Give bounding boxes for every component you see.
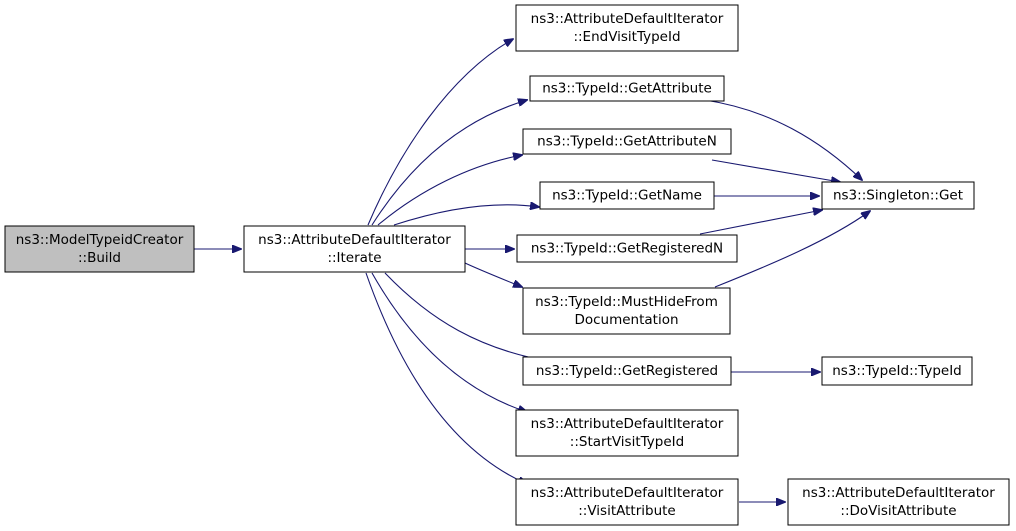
node-box xyxy=(515,409,739,457)
node-model-typeid-creator-build[interactable]: ns3::ModelTypeidCreator ::Build xyxy=(4,225,195,273)
node-label: ns3::TypeId::GetName xyxy=(552,188,702,204)
node-label: ns3::AttributeDefaultIterator xyxy=(802,485,995,501)
node-box xyxy=(522,356,732,386)
node-label: ns3::AttributeDefaultIterator xyxy=(531,11,724,27)
node-typeid-get-attribute-n[interactable]: ns3::TypeId::GetAttributeN xyxy=(522,128,732,155)
node-box xyxy=(529,75,725,102)
node-label: ns3::AttributeDefaultIterator xyxy=(531,485,724,501)
node-label: ns3::AttributeDefaultIterator xyxy=(531,416,724,432)
edges xyxy=(194,39,870,502)
node-label: ::Iterate xyxy=(327,250,381,266)
node-label: ns3::ModelTypeidCreator xyxy=(16,232,184,248)
node-label: ::VisitAttribute xyxy=(578,503,675,519)
node-box xyxy=(515,4,739,52)
node-box xyxy=(4,225,195,273)
node-typeid-must-hide-from-documentation[interactable]: ns3::TypeId::MustHideFrom Documentation xyxy=(522,287,731,335)
edge-iterate-to-visit-attribute xyxy=(365,272,527,484)
edge-iterate-to-get-attribute xyxy=(371,100,527,226)
edge-get-registered-n-to-singleton xyxy=(699,210,822,235)
node-label: ns3::Singleton::Get xyxy=(833,188,963,204)
node-label: ::StartVisitTypeId xyxy=(570,434,684,450)
node-label: ns3::TypeId::MustHideFrom xyxy=(535,294,718,310)
node-label: ns3::TypeId::GetRegisteredN xyxy=(531,241,723,257)
node-label: ::EndVisitTypeId xyxy=(573,29,680,45)
node-end-visit-typeid[interactable]: ns3::AttributeDefaultIterator ::EndVisit… xyxy=(515,4,739,52)
node-typeid-typeid[interactable]: ns3::TypeId::TypeId xyxy=(821,356,973,386)
node-box xyxy=(787,478,1010,526)
node-box xyxy=(243,225,466,273)
node-do-visit-attribute[interactable]: ns3::AttributeDefaultIterator ::DoVisitA… xyxy=(787,478,1010,526)
node-box xyxy=(522,128,732,155)
edge-iterate-to-end-visit xyxy=(367,39,513,226)
node-label: Documentation xyxy=(574,312,678,328)
edge-iterate-to-get-name xyxy=(393,205,539,226)
node-label: ::DoVisitAttribute xyxy=(840,503,956,519)
node-box xyxy=(821,181,975,210)
node-box xyxy=(821,356,973,386)
node-typeid-get-registered[interactable]: ns3::TypeId::GetRegistered xyxy=(522,356,732,386)
node-label: ns3::AttributeDefaultIterator xyxy=(258,232,451,248)
edge-get-attribute-to-singleton xyxy=(704,99,862,180)
edge-get-attribute-n-to-singleton xyxy=(711,159,840,182)
node-start-visit-typeid[interactable]: ns3::AttributeDefaultIterator ::StartVis… xyxy=(515,409,739,457)
node-box xyxy=(516,234,738,263)
node-typeid-get-name[interactable]: ns3::TypeId::GetName xyxy=(539,181,715,210)
nodes: ns3::ModelTypeidCreator ::Build ns3::Att… xyxy=(4,4,1010,526)
node-typeid-get-attribute[interactable]: ns3::TypeId::GetAttribute xyxy=(529,75,725,102)
node-attribute-default-iterator-iterate[interactable]: ns3::AttributeDefaultIterator ::Iterate xyxy=(243,225,466,273)
edge-must-hide-to-singleton xyxy=(714,211,870,288)
node-label: ns3::TypeId::TypeId xyxy=(832,363,962,379)
edge-iterate-to-start-visit xyxy=(371,272,527,412)
node-singleton-get[interactable]: ns3::Singleton::Get xyxy=(821,181,975,210)
node-visit-attribute[interactable]: ns3::AttributeDefaultIterator ::VisitAtt… xyxy=(515,478,739,526)
node-label: ns3::TypeId::GetAttribute xyxy=(542,81,712,97)
node-label: ns3::TypeId::GetAttributeN xyxy=(537,134,717,150)
node-typeid-get-registered-n[interactable]: ns3::TypeId::GetRegisteredN xyxy=(516,234,738,263)
edge-iterate-to-get-attribute-n xyxy=(377,155,522,226)
node-box xyxy=(539,181,715,210)
node-box xyxy=(515,478,739,526)
node-box xyxy=(522,287,731,335)
node-label: ::Build xyxy=(78,250,121,266)
edge-iterate-to-must-hide xyxy=(464,262,522,287)
node-label: ns3::TypeId::GetRegistered xyxy=(536,363,718,379)
